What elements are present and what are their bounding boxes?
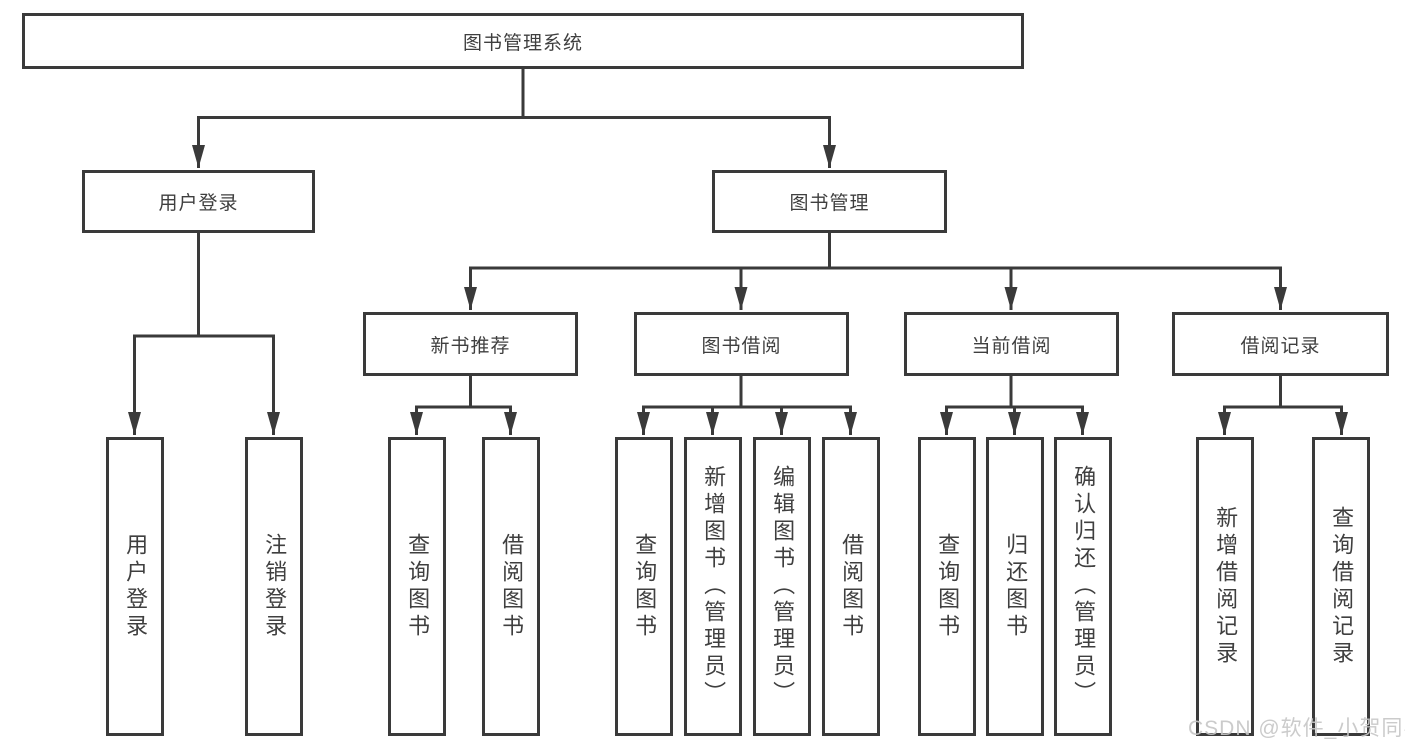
node-root-label: 图书管理系统 [462, 32, 583, 54]
leaf-return-book-label: 归还图书 [1003, 532, 1029, 641]
node-new-book-recommend: 新书推荐 [363, 312, 578, 376]
node-borrow-records-label: 借阅记录 [1240, 335, 1321, 357]
leaf-query-books-current-label: 查询图书 [935, 532, 961, 641]
node-new-book-recommend-label: 新书推荐 [430, 335, 511, 357]
leaf-query-books-current: 查询图书 [918, 437, 976, 736]
node-book-borrowing: 图书借阅 [634, 312, 849, 376]
leaf-add-borrow-record: 新增借阅记录 [1196, 437, 1254, 736]
leaf-add-borrow-record-label: 新增借阅记录 [1213, 505, 1239, 668]
leaf-user-login: 用户登录 [106, 437, 164, 736]
leaf-borrow-books-recommend-label: 借阅图书 [499, 532, 525, 641]
leaf-query-books-recommend: 查询图书 [388, 437, 446, 736]
leaf-edit-book-admin: 编辑图书（管理员） [753, 437, 811, 736]
node-book-borrowing-label: 图书借阅 [701, 335, 782, 357]
node-user-login: 用户登录 [82, 170, 315, 233]
node-book-management-label: 图书管理 [789, 193, 870, 214]
leaf-query-borrow-record-label: 查询借阅记录 [1329, 505, 1355, 668]
node-borrow-records: 借阅记录 [1172, 312, 1389, 376]
leaf-user-login-label: 用户登录 [123, 532, 149, 641]
leaf-edit-book-admin-label: 编辑图书（管理员） [770, 465, 796, 708]
leaf-borrow-books-recommend: 借阅图书 [482, 437, 540, 736]
leaf-confirm-return-admin: 确认归还（管理员） [1054, 437, 1112, 736]
leaf-borrow-books-label: 借阅图书 [839, 532, 865, 641]
leaf-add-book-admin: 新增图书（管理员） [684, 437, 742, 736]
node-root-system: 图书管理系统 [22, 13, 1024, 69]
leaf-logout: 注销登录 [245, 437, 303, 736]
leaf-query-books-borrowing: 查询图书 [615, 437, 673, 736]
leaf-query-books-recommend-label: 查询图书 [405, 532, 431, 641]
node-current-borrowing-label: 当前借阅 [971, 335, 1052, 357]
leaf-query-borrow-record: 查询借阅记录 [1312, 437, 1370, 736]
leaf-query-books-borrowing-label: 查询图书 [632, 532, 658, 641]
node-user-login-label: 用户登录 [158, 193, 239, 214]
leaf-logout-label: 注销登录 [262, 532, 288, 641]
node-book-management: 图书管理 [712, 170, 947, 233]
leaf-borrow-books: 借阅图书 [822, 437, 880, 736]
leaf-return-book: 归还图书 [986, 437, 1044, 736]
leaf-confirm-return-admin-label: 确认归还（管理员） [1071, 465, 1097, 708]
node-current-borrowing: 当前借阅 [904, 312, 1119, 376]
csdn-watermark: CSDN @软件_小贺同学 [1188, 717, 1405, 740]
leaf-add-book-admin-label: 新增图书（管理员） [701, 465, 727, 708]
